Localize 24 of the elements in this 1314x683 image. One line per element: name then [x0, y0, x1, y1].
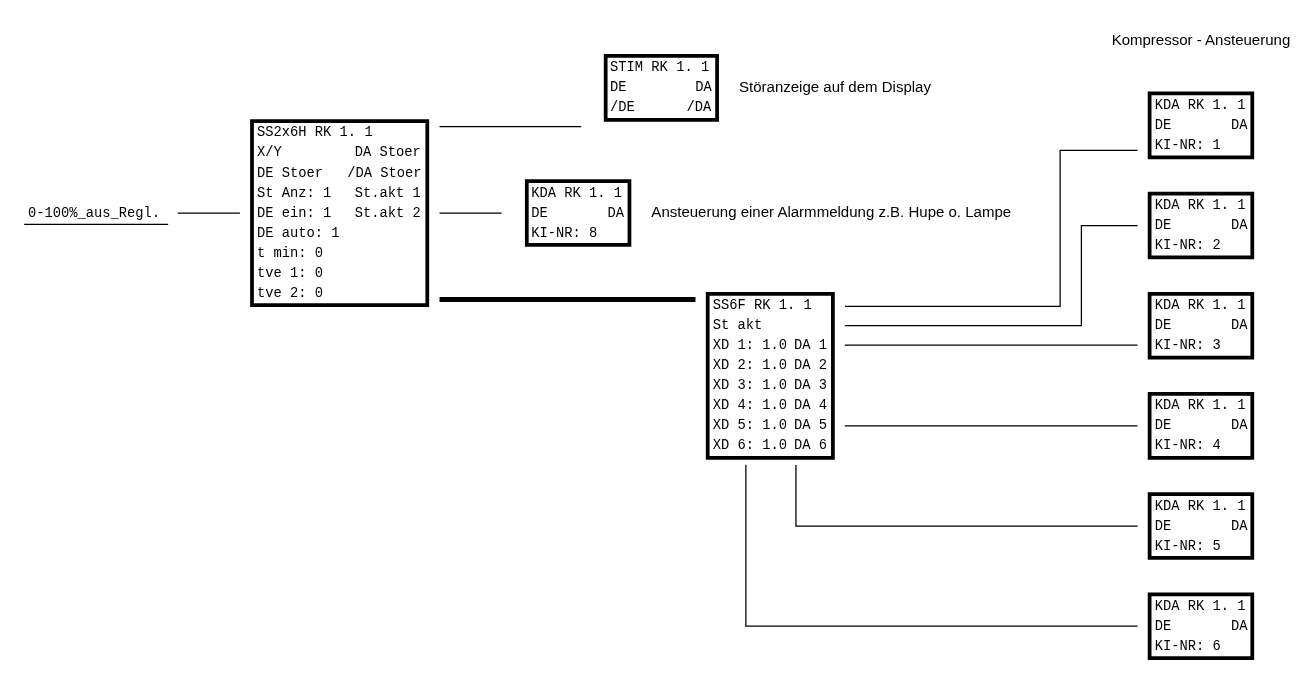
- node-box: KDA RK 1. 1 DE DA KI-NR: 8: [524, 178, 632, 247]
- node-box: SS2x6H RK 1. 1 X/Y DA Stoer DE Stoer /DA Stoer St Anz: 1 St.akt 1 DE ein: 1 St.akt 2 DE auto: 1 t min: 0 tve 1: 0 tve 2: 0: [250, 118, 430, 307]
- connector: [795, 463, 1139, 527]
- connector: [844, 224, 1139, 326]
- node-text: 0-100%_aus_Regl.: [27, 205, 161, 221]
- node-box: KDA RK 1. 1 DE DA KI-NR: 6: [1147, 591, 1255, 660]
- node-box: STIM RK 1. 1 DE DA /DE /DA: [603, 53, 719, 122]
- node-box: KDA RK 1. 1 DE DA KI-NR: 4: [1147, 391, 1255, 460]
- label: Kompressor - Ansteuerung: [1111, 30, 1291, 48]
- node-box: SS6F RK 1. 1 St akt XD 1: 1.0 DA 1 XD 2: 1.0 DA 2 XD 3: 1.0 DA 3 XD 4: 1.0 DA 4 XD 5: 1.0 DA 5 XD 6: 1.0 DA 6: [705, 291, 835, 460]
- connector: [438, 125, 582, 127]
- node-box: KDA RK 1. 1 DE DA KI-NR: 5: [1147, 491, 1255, 560]
- node-box: KDA RK 1. 1 DE DA KI-NR: 2: [1147, 191, 1255, 259]
- connector: [745, 463, 1139, 627]
- connector: [177, 211, 241, 214]
- node-label: Ansteuerung einer Alarmmeldung z.B. Hupe o. Lampe: [651, 202, 1012, 220]
- node-box: KDA RK 1. 1 DE DA KI-NR: 3: [1147, 291, 1255, 360]
- connector: [438, 211, 503, 214]
- connector: [844, 149, 1139, 307]
- node-box: KDA RK 1. 1 DE DA KI-NR: 1: [1147, 91, 1255, 159]
- connector: [844, 344, 1139, 346]
- node-label: Störanzeige auf dem Display: [739, 77, 931, 95]
- connector: [439, 296, 696, 302]
- connector: [844, 424, 1139, 426]
